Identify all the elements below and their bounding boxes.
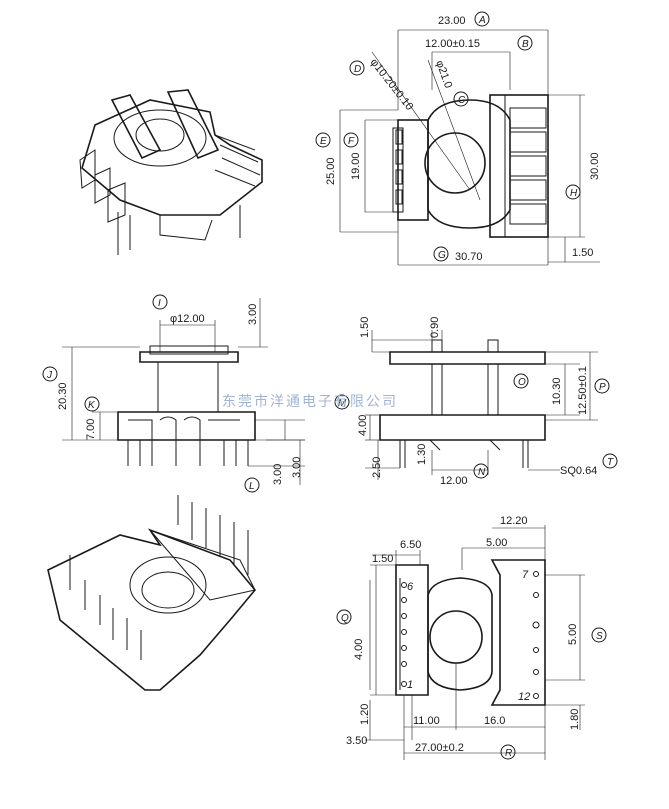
dim-i: φ12.00 [170, 313, 205, 325]
callout-q: Q [341, 613, 349, 624]
dim-11-00: 11.00 [413, 715, 440, 727]
watermark-text: 东莞市洋通电子有限公司 [222, 393, 398, 409]
dim-p: 12.50±0.1 [577, 366, 589, 415]
dim-1-80: 1.80 [569, 709, 581, 730]
dim-h: 30.00 [589, 152, 601, 180]
dim-1-50: 1.50 [572, 247, 593, 259]
dim-o: 10.30 [551, 377, 563, 405]
dim-s: 5.00 [567, 624, 579, 645]
dim-5-00-top: 5.00 [486, 537, 507, 549]
side-view-labels: 1.50 0.90 10.30 12.50±0.1 4.00 2.50 1.30… [357, 317, 597, 487]
callout-n: N [478, 467, 486, 478]
top-view-callouts: A B D C E F H G [315, 11, 581, 262]
callout-d: D [354, 64, 361, 75]
dim-c: φ21.0 [433, 59, 454, 90]
dim-r: 27.00±0.2 [415, 742, 464, 754]
callout-k: K [88, 400, 96, 411]
front-view-callouts: I J K L [42, 294, 260, 493]
bottom-view-callouts: Q S R [336, 609, 607, 760]
dim-t: SQ0.64 [560, 465, 597, 477]
dim-1-50-bottom: 1.50 [372, 553, 393, 565]
callout-h: H [570, 188, 578, 199]
dim-d: φ10.20±0.10 [368, 56, 416, 112]
dim-g: 30.70 [455, 251, 483, 263]
dim-1-50-side: 1.50 [359, 317, 371, 338]
top-view [339, 29, 600, 266]
callout-s: S [596, 631, 603, 642]
dim-0-90: 0.90 [429, 317, 441, 338]
bottom-view [365, 525, 585, 760]
callout-r: R [505, 748, 512, 759]
callout-i: I [158, 298, 161, 309]
callout-f: F [348, 136, 355, 147]
callout-g: G [438, 250, 446, 261]
dim-j: 20.30 [57, 382, 69, 410]
dim-f: 19.00 [350, 152, 362, 180]
dim-2-50: 2.50 [371, 457, 383, 478]
dim-e: 25.00 [325, 157, 337, 185]
dim-3-00-right: 3.00 [291, 457, 303, 478]
dim-l: 3.00 [272, 464, 284, 485]
pin-label-7: 7 [522, 569, 529, 581]
callout-o: O [518, 377, 526, 388]
callout-c: C [458, 95, 466, 106]
side-view [365, 330, 598, 480]
dim-3-00-top: 3.00 [247, 304, 259, 325]
pin-label-1: 1 [407, 679, 413, 691]
bottom-view-labels: 6.50 1.50 5.00 12.20 4.00 5.00 1.20 11.0… [346, 515, 581, 754]
dim-3-50: 3.50 [346, 735, 367, 747]
callout-l: L [249, 481, 255, 492]
dim-k: 7.00 [85, 419, 97, 440]
dim-b: 12.00±0.15 [425, 38, 480, 50]
front-view [62, 298, 305, 485]
dim-16-0: 16.0 [484, 715, 505, 727]
callout-a: A [478, 15, 486, 26]
callout-j: J [46, 370, 53, 381]
dim-12-20: 12.20 [500, 515, 528, 527]
dim-m: 4.00 [357, 415, 369, 436]
isometric-view-bottom [47, 495, 257, 691]
dim-4-00: 4.00 [353, 639, 365, 660]
front-view-labels: φ12.00 3.00 20.30 7.00 3.00 3.00 [57, 304, 303, 485]
isometric-view-top [79, 89, 263, 255]
pin-label-6: 6 [407, 581, 414, 593]
dim-1-20: 1.20 [359, 704, 371, 725]
callout-m: M [338, 398, 347, 409]
pin-label-12: 12 [518, 691, 530, 703]
dim-a: 23.00 [438, 15, 466, 27]
callout-p: P [599, 382, 606, 393]
dim-6-50: 6.50 [400, 539, 421, 551]
dim-1-30: 1.30 [416, 444, 428, 465]
callout-e: E [320, 136, 327, 147]
callout-b: B [522, 39, 529, 50]
side-view-callouts: M O P N T [334, 373, 618, 479]
callout-t: T [607, 457, 614, 468]
dim-n: 12.00 [440, 475, 468, 487]
